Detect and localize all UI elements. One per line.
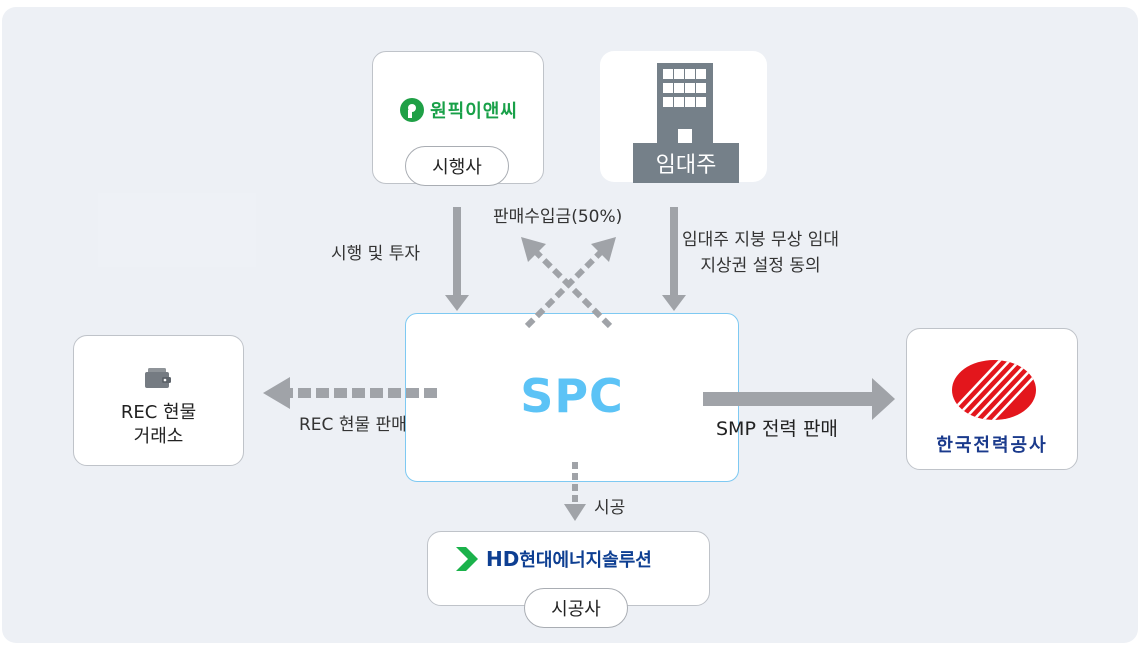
arrow-smp-sale (703, 378, 895, 420)
spc-box: SPC (405, 313, 739, 482)
building-icon (657, 63, 713, 151)
wallet-icon (145, 368, 171, 388)
arrow-rec-sale (263, 377, 437, 409)
landlord-label: 임대주 (633, 143, 739, 183)
developer-name: 원픽이앤씨 (430, 101, 518, 122)
arrow-construction (564, 462, 586, 521)
contractor-role-pill: 시공사 (524, 588, 628, 628)
developer-role-pill: 시행사 (405, 146, 509, 186)
contractor-card: HD현대에너지솔루션 (427, 531, 710, 606)
faint-placeholder (98, 193, 256, 267)
kepco-card: 한국전력공사 (906, 328, 1078, 470)
label-smp-sale: SMP 전력 판매 (716, 418, 838, 440)
developer-logo-icon (400, 98, 425, 122)
arrow-revenue-to-landlord (524, 237, 616, 329)
landlord-card: 임대주 (600, 51, 767, 183)
kepco-logo-icon (952, 360, 1036, 420)
label-rec-sale: REC 현물 판매 (299, 415, 407, 435)
contractor-logo: HD현대에너지솔루션 (456, 544, 652, 574)
arrow-landlord-consent (662, 207, 686, 311)
hd-logo-icon (456, 547, 478, 571)
label-sales-revenue: 판매수입금(50%) (493, 207, 623, 227)
spc-label: SPC (520, 369, 624, 423)
rec-exchange-label: REC 현물 거래소 (120, 402, 197, 447)
developer-logo: 원픽이앤씨 (389, 95, 529, 125)
arrow-develop-invest (445, 207, 469, 311)
hd-brand: HD (486, 547, 520, 571)
label-construction: 시공 (594, 498, 626, 518)
contractor-name: 현대에너지솔루션 (519, 550, 652, 571)
arrow-revenue-to-developer (521, 237, 613, 329)
kepco-name: 한국전력공사 (936, 435, 1048, 456)
label-develop-invest: 시행 및 투자 (331, 244, 421, 264)
label-landlord-consent: 임대주 지붕 무상 임대 지상권 설정 동의 (682, 230, 839, 276)
rec-exchange-card: REC 현물 거래소 (73, 335, 244, 466)
